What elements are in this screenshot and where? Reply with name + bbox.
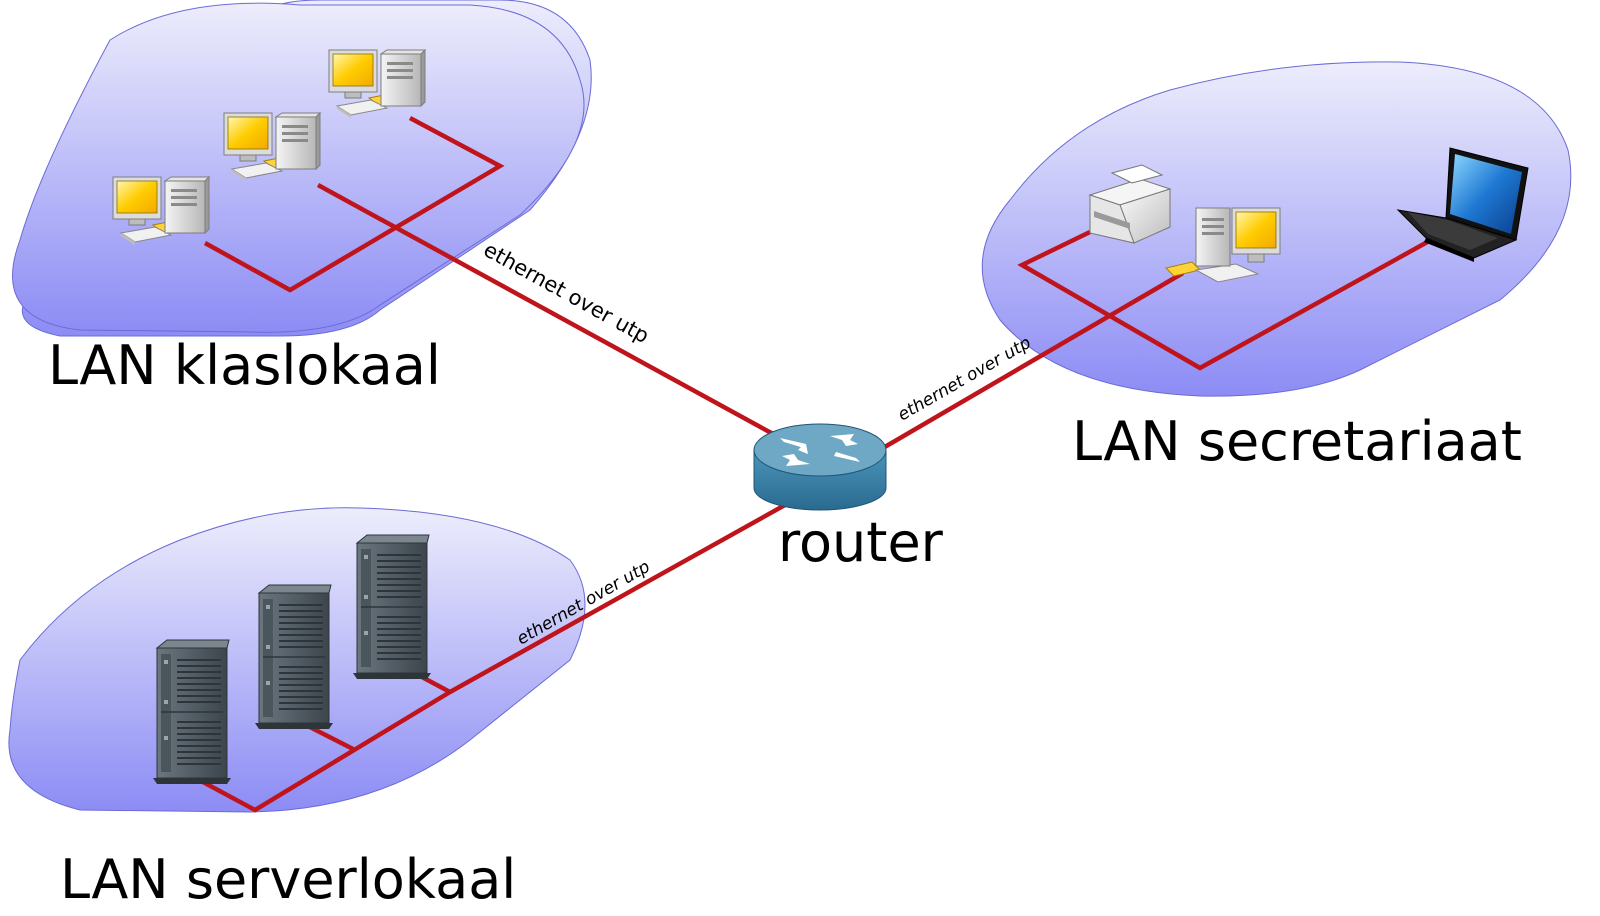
server-tower-icon [152, 639, 232, 785]
server-tower-icon [352, 534, 432, 680]
server-tower-icon [254, 584, 334, 730]
link-label-classroom: ethernet over utp [480, 237, 654, 348]
router-label: router [778, 511, 944, 574]
cables-classroom [203, 116, 777, 437]
link-label-secretariat: ethernet over utp [895, 333, 1035, 426]
printer-icon [1088, 164, 1172, 244]
router-icon [753, 423, 887, 511]
laptop-icon [1396, 147, 1529, 262]
cables-secretariat [881, 229, 1442, 450]
zone-label-secretariat: LAN secretariaat [1072, 410, 1522, 473]
desktop-computer-icon [1165, 207, 1281, 283]
zone-label-classroom: LAN klaslokaal [48, 334, 441, 397]
zone-label-serverroom: LAN serverlokaal [60, 848, 516, 911]
